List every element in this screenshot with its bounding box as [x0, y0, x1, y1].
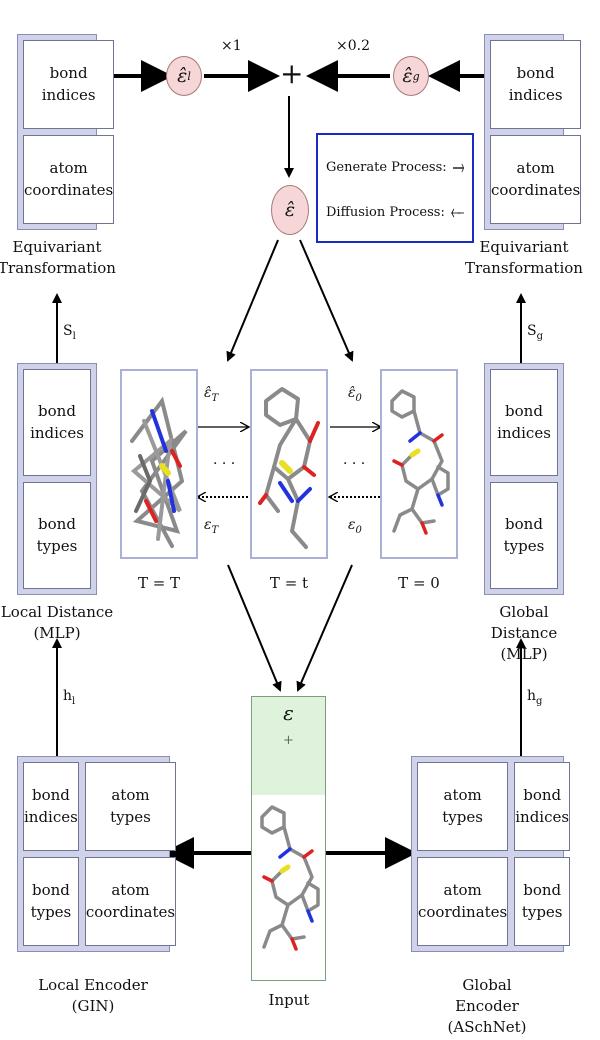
right-equivariant-cell: atom coordinates: [490, 135, 582, 224]
eps-hat-node: ε̂: [271, 185, 309, 235]
eps-local-sub: l: [187, 69, 191, 83]
right-encoder-cell: atom coordinates: [417, 857, 509, 946]
left-s-symbol: S: [63, 323, 73, 339]
eps-global-sub: g: [412, 69, 420, 83]
plus-sign: +: [280, 57, 304, 90]
arrow-eps-hat-to-state-0: [299, 239, 354, 362]
left-equivariant-panel: bond indices atom coordinates: [17, 34, 115, 230]
right-encoder-cell: bond indices: [514, 762, 571, 851]
left-distance-cell: bond indices: [23, 369, 91, 476]
left-equivariant-cell: atom coordinates: [23, 135, 115, 224]
eps-local-symbol: ε̂: [177, 65, 188, 87]
left-s-sub: l: [72, 330, 76, 342]
arrow-state-0-to-input: [296, 564, 353, 692]
eps-T-hat-symbol: ε̂: [204, 385, 212, 401]
eps-T-sub: T: [211, 524, 219, 536]
right-distance-cell: bond indices: [490, 369, 558, 476]
right-encoder-cell: bond types: [514, 857, 571, 946]
left-equivariant-caption: Equivariant Transformation: [0, 238, 116, 277]
left-encoder-cell: bond types: [23, 857, 79, 946]
right-s-symbol: S: [527, 323, 537, 339]
right-distance-panel: bond indices bond types: [484, 363, 564, 595]
legend-solid-arrow-icon: [452, 162, 464, 173]
legend-generate-row: Generate Process:: [326, 145, 464, 190]
eps-T-hat-label: ε̂T: [204, 385, 218, 404]
input-noise-header: ε +: [252, 697, 325, 795]
eps-0-hat-sub: 0: [355, 392, 362, 404]
left-distance-caption: Local Distance (MLP): [0, 603, 114, 642]
noisy-molecule-image: [130, 396, 188, 548]
left-equivariant-cell: bond indices: [23, 40, 115, 129]
left-distance-panel: bond indices bond types: [17, 363, 97, 595]
right-equivariant-cell: bond indices: [490, 40, 582, 129]
eps-0-label: ε0: [348, 517, 362, 536]
right-h-sub: g: [536, 695, 543, 707]
eps-T-symbol: ε: [204, 517, 212, 533]
eps-T-hat-sub: T: [211, 392, 219, 404]
right-h-symbol: h: [527, 688, 537, 704]
molecule-state-0-card: [380, 369, 458, 559]
right-h-label: hg: [527, 688, 542, 707]
left-encoder-cell: atom coordinates: [84, 857, 177, 946]
state-caption-T: T = T: [137, 574, 181, 592]
legend-diffusion-label: Diffusion Process:: [326, 205, 445, 220]
weight-local: ×1: [221, 38, 242, 54]
input-plus-sign: +: [283, 733, 294, 748]
right-s-label: Sg: [527, 323, 543, 342]
ellipsis-right: · · ·: [343, 456, 366, 472]
ellipsis-left: · · ·: [213, 456, 236, 472]
right-encoder-panel: atom types bond indices atom coordinates…: [411, 756, 571, 952]
molecule-state-T-card: [120, 369, 198, 559]
left-encoder-cell: bond indices: [23, 762, 79, 851]
eps-global-node: ε̂g: [393, 56, 429, 96]
left-h-sub: l: [72, 695, 76, 707]
right-s-sub: g: [536, 330, 543, 342]
eps-T-label: εT: [204, 517, 218, 536]
clean-molecule-image: [390, 389, 450, 535]
right-encoder-caption: Global Encoder (ASchNet): [447, 976, 527, 1036]
legend-diffusion-row: Diffusion Process:: [326, 190, 464, 235]
molecule-state-t-card: [250, 369, 328, 559]
eps-0-hat-label: ε̂0: [348, 385, 362, 404]
right-encoder-cell: atom types: [417, 762, 509, 851]
left-h-symbol: h: [63, 688, 73, 704]
left-s-label: Sl: [63, 323, 76, 342]
right-distance-cell: bond types: [490, 482, 558, 589]
partial-molecule-image: [258, 387, 320, 549]
eps-global-symbol: ε̂: [402, 65, 413, 87]
left-distance-cell: bond types: [23, 482, 91, 589]
right-equivariant-caption: Equivariant Transformation: [465, 238, 583, 277]
eps-hat-symbol: ε̂: [284, 199, 296, 221]
left-h-label: hl: [63, 688, 75, 707]
input-box: ε +: [251, 696, 326, 981]
eps-0-sub: 0: [355, 524, 362, 536]
state-caption-0: T = 0: [398, 574, 440, 592]
weight-global: ×0.2: [336, 38, 370, 54]
input-molecule-image: [260, 805, 320, 951]
left-encoder-caption: Local Encoder (GIN): [38, 976, 148, 1015]
eps-0-hat-symbol: ε̂: [348, 385, 356, 401]
eps-0-symbol: ε: [348, 517, 356, 533]
input-eps-symbol: ε: [283, 701, 294, 725]
state-caption-t: T = t: [269, 574, 309, 592]
input-caption: Input: [268, 991, 310, 1009]
left-encoder-cell: atom types: [84, 762, 177, 851]
arrow-state-T-to-input: [227, 564, 282, 692]
arrow-eps-hat-to-state-T: [226, 239, 279, 362]
right-distance-caption: Global Distance (MLP): [490, 603, 558, 663]
left-encoder-panel: bond indices atom types bond types atom …: [17, 756, 177, 952]
legend-generate-label: Generate Process:: [326, 160, 447, 175]
legend-dotted-arrow-icon: [451, 207, 464, 218]
right-equivariant-panel: bond indices atom coordinates: [484, 34, 582, 230]
process-legend: Generate Process: Diffusion Process:: [316, 133, 474, 243]
eps-local-node: ε̂l: [166, 56, 202, 96]
